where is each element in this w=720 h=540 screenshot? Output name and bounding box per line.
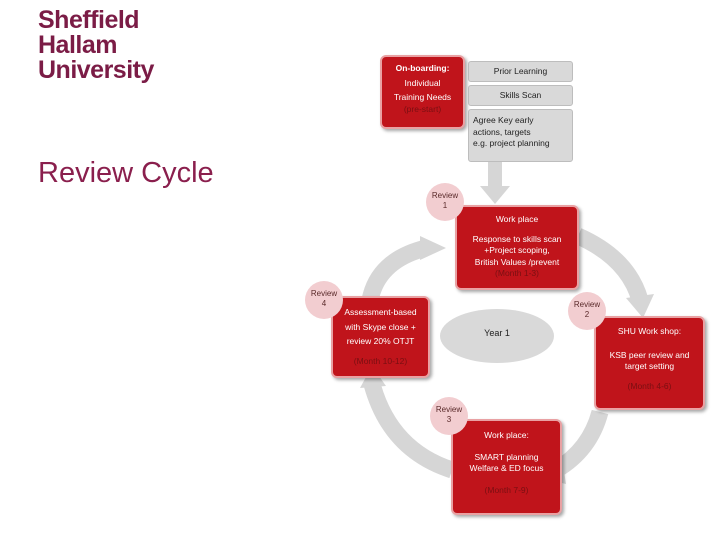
review-3-label: Review [435,405,463,414]
workplace1-line-1: Response to skills scan [472,233,562,244]
onboarding-line-2: Training Needs [393,92,452,102]
shu-line-3: (Month 4-6) [627,380,672,391]
prior-learning-label: Prior Learning [493,66,548,76]
agree-line-1: Agree Key early [473,115,534,125]
review-3-number: 3 [446,415,452,424]
shu-line-2: target setting [624,361,675,371]
logo-line-2: Hallam [38,31,117,59]
arrow-arc-bottom-right [551,409,609,478]
review-4-badge: Review 4 [305,281,343,319]
university-logo: Sheffield Hallam University [38,8,154,83]
review-4-number: 4 [321,299,327,308]
review-4-label: Review [310,289,338,298]
workplace2-line-1: SMART planning [474,451,539,462]
arrow-shaft-down [488,162,502,188]
review-2-number: 2 [584,310,590,319]
assessment-box: Assessment-based with Skype close + revi… [331,296,430,378]
assessment-line-4: (Month 10-12) [353,355,408,366]
assessment-line-3: review 20% OTJT [346,336,415,346]
onboarding-line-3: (pre-start) [403,103,442,114]
logo-line-1: Sheffield [38,6,140,34]
review-1-label: Review [431,191,459,200]
workplace1-line-3: British Values /prevent [474,256,560,267]
arrow-arc-bottom-left [363,381,455,479]
agree-line-2: actions, targets [473,126,531,137]
review-2-badge: Review 2 [568,292,606,330]
review-1-badge: Review 1 [426,183,464,221]
shu-line-1: KSB peer review and [609,349,690,360]
workplace1-heading: Work place [495,214,539,224]
skills-scan-box: Skills Scan [468,85,573,106]
agree-line-3: e.g. project planning [473,138,550,148]
review-2-label: Review [573,300,601,309]
shu-heading: SHU Work shop: [617,326,682,336]
logo-line-3: University [38,56,154,84]
workplace2-line-2: Welfare & ED focus [469,463,544,473]
shu-workshop-box: SHU Work shop: KSB peer review and targe… [594,316,705,410]
workplace1-line-4: (Month 1-3) [495,268,539,278]
review-3-badge: Review 3 [430,397,468,435]
slide-title: Review Cycle [38,157,214,189]
onboarding-heading: On-boarding: [395,63,450,73]
year-1-ellipse: Year 1 [440,309,554,363]
assessment-line-2: with Skype close + [345,321,416,332]
agree-actions-box: Agree Key early actions, targets e.g. pr… [468,109,573,162]
arrow-head-top-right [626,294,654,318]
workplace-month-1-3-box: Work place Response to skills scan +Proj… [455,205,579,290]
assessment-line-1: Assessment-based [344,307,417,317]
workplace2-line-3: (Month 7-9) [484,484,529,495]
arrow-arc-top-right [574,228,649,303]
skills-scan-label: Skills Scan [499,90,542,100]
arrow-head-top-left [420,236,446,260]
workplace2-heading: Work place: [484,430,529,440]
review-1-number: 1 [442,201,448,210]
arrow-arc-top-left [361,239,429,303]
arrow-head-down [480,186,510,204]
workplace-month-7-9-box: Work place: SMART planning Welfare & ED … [451,419,562,515]
onboarding-box: On-boarding: Individual Training Needs (… [380,55,465,129]
onboarding-line-1: Individual [404,77,441,88]
prior-learning-box: Prior Learning [468,61,573,82]
workplace1-line-2: +Project scoping, [484,245,550,255]
